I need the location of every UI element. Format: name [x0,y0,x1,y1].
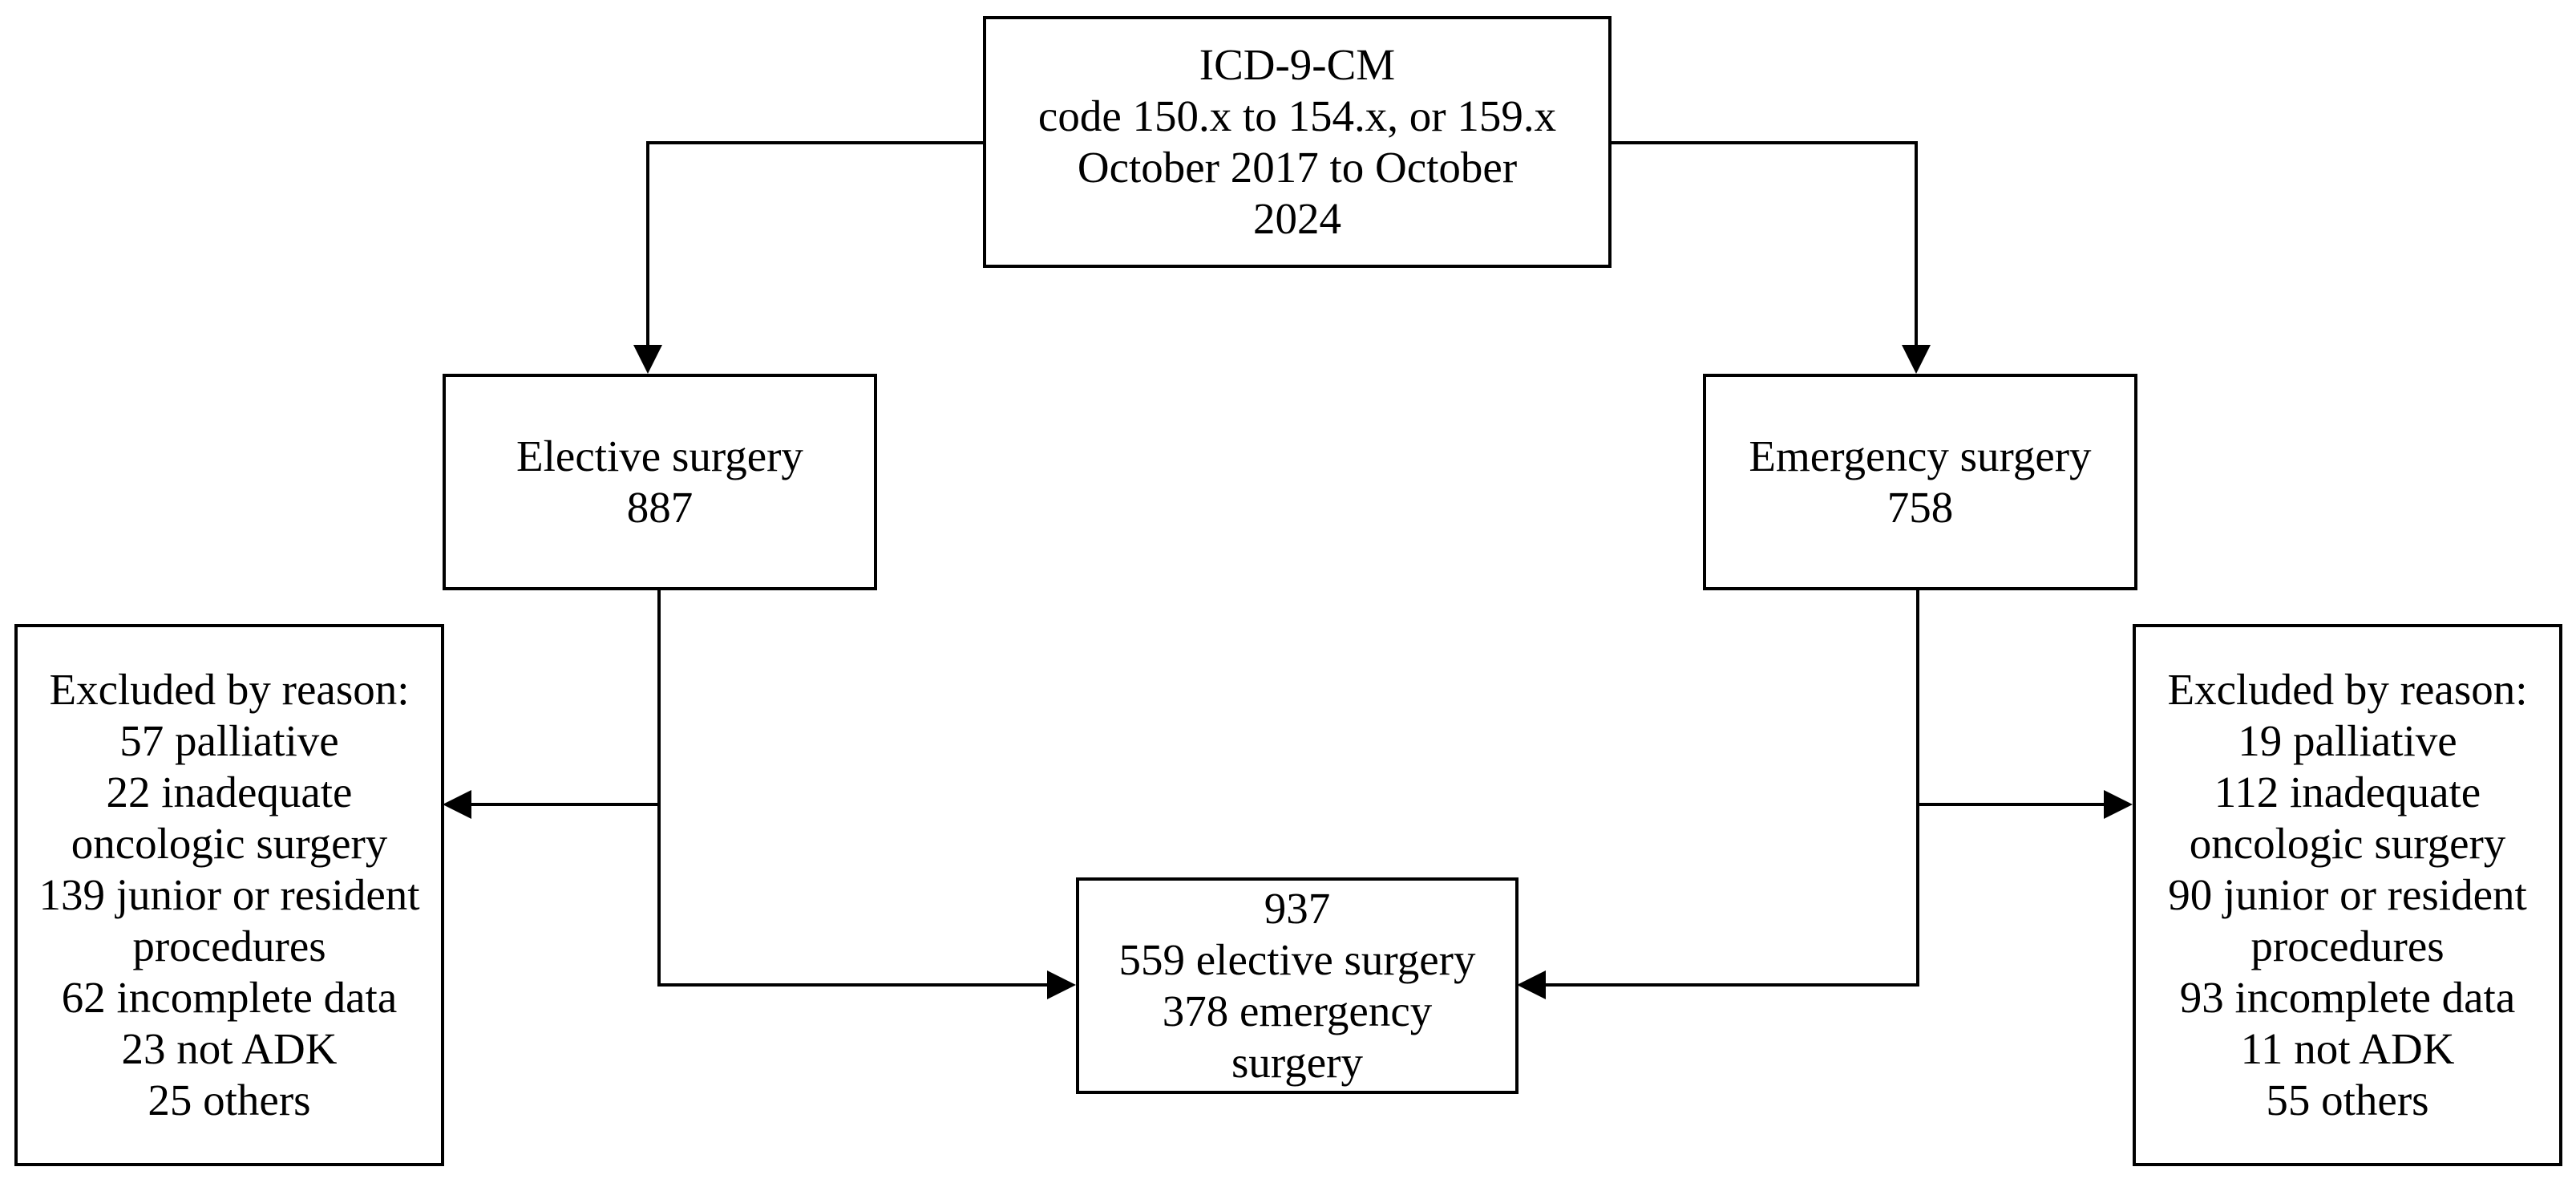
excluded-right-title: Excluded by reason: [2167,665,2528,714]
excluded-left-line: 23 not ADK [121,1024,338,1073]
excluded-left-line: oncologic surgery [71,819,388,868]
arrowhead-final-left [1047,970,1076,999]
excluded-left-line: 25 others [148,1076,311,1124]
excluded-right-box: Excluded by reason: 19 palliative 112 in… [2133,624,2562,1166]
source-line-1: ICD-9-CM [1199,40,1396,89]
excluded-right-line: 11 not ADK [2240,1024,2455,1073]
elective-count: 887 [626,483,694,532]
source-box: ICD-9-CM code 150.x to 154.x, or 159.x O… [983,16,1612,268]
arrow-top-to-emergency [1610,141,1918,351]
source-line-3: October 2017 to October [1077,143,1518,192]
emergency-count: 758 [1887,483,1954,532]
arrowhead-excluded-right [2104,790,2133,819]
excluded-right-line: procedures [2250,922,2445,970]
arrowhead-emergency [1902,345,1931,374]
final-line: 559 elective surgery [1118,935,1476,984]
excluded-left-line: 62 incomplete data [61,973,398,1022]
excluded-right-line: 90 junior or resident [2168,870,2527,919]
arrow-elective-to-final [657,590,1053,987]
final-total: 937 [1264,884,1331,933]
excluded-left-title: Excluded by reason: [49,665,410,714]
excluded-left-box: Excluded by reason: 57 palliative 22 ina… [14,624,444,1166]
source-line-2: code 150.x to 154.x, or 159.x [1037,91,1557,140]
arrowhead-final-right [1517,970,1546,999]
source-line-4: 2024 [1253,194,1341,243]
excluded-right-line: oncologic surgery [2189,819,2506,868]
final-cohort-box: 937 559 elective surgery 378 emergency s… [1076,877,1519,1094]
arrow-emergency-to-final [1539,590,1919,987]
excluded-right-line: 55 others [2266,1076,2429,1124]
final-line: surgery [1231,1038,1363,1087]
elective-surgery-box: Elective surgery 887 [443,374,877,590]
excluded-right-line: 19 palliative [2238,716,2457,765]
emergency-label: Emergency surgery [1749,431,2092,480]
excluded-right-line: 112 inadequate [2214,768,2481,816]
emergency-surgery-box: Emergency surgery 758 [1703,374,2137,590]
arrowhead-elective [633,345,662,374]
excluded-left-line: 139 junior or resident [38,870,420,919]
final-line: 378 emergency [1162,987,1433,1035]
excluded-left-line: procedures [132,922,326,970]
elective-label: Elective surgery [516,431,803,480]
excluded-left-line: 22 inadequate [106,768,353,816]
excluded-right-line: 93 incomplete data [2179,973,2516,1022]
arrowhead-excluded-left [443,790,471,819]
excluded-left-line: 57 palliative [119,716,339,765]
arrow-top-to-elective [646,141,985,351]
